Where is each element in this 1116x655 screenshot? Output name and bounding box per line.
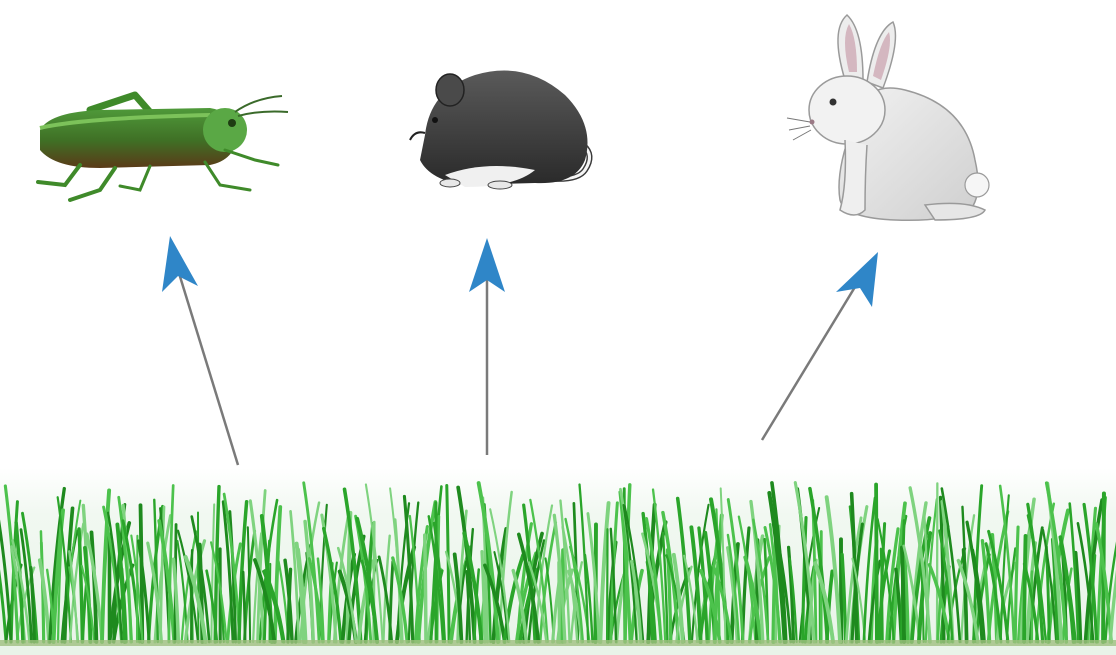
grass-blade [425, 535, 426, 642]
arrow-grass-to-mouse [469, 238, 505, 455]
arrow-shaft [178, 270, 238, 465]
arrow-grass-to-rabbit [762, 252, 878, 440]
ground-line [0, 640, 1116, 646]
grass-blade [902, 548, 904, 642]
rabbit-icon [787, 15, 989, 220]
grass-blade [876, 484, 877, 642]
mouse-icon [410, 71, 590, 190]
grasshopper-icon [38, 95, 288, 200]
grass-blade [1024, 536, 1025, 642]
grass-icon [0, 468, 1116, 655]
arrow-head [836, 252, 878, 307]
arrow-shaft [762, 282, 858, 440]
arrow-head [162, 236, 198, 292]
arrow-grass-to-grasshopper [162, 236, 238, 465]
